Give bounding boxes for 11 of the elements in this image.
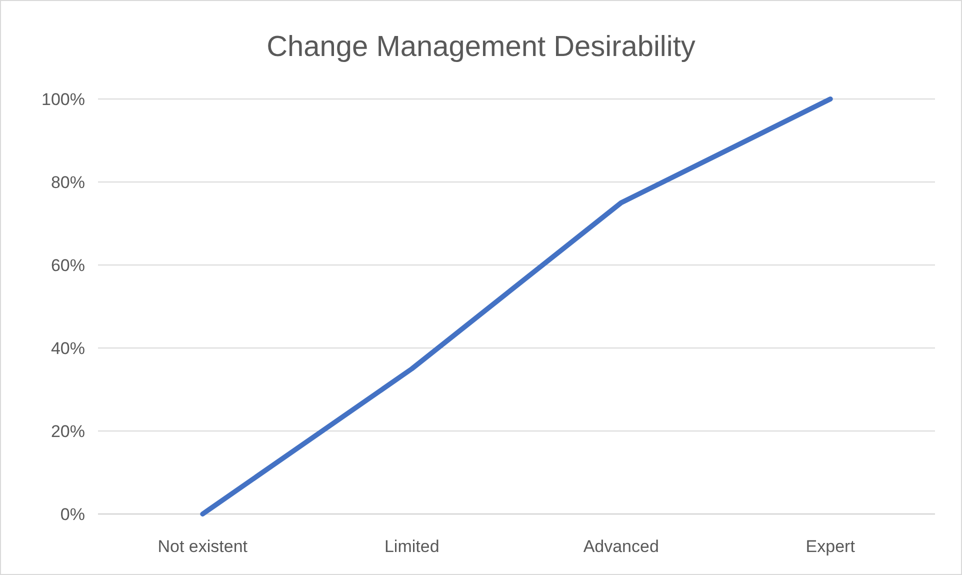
axis-tick-label: 20%: [50, 422, 85, 441]
axis-tick-label: 0%: [60, 505, 85, 524]
axis-category-label: Limited: [384, 537, 440, 556]
axis-tick-label: 100%: [42, 90, 85, 109]
axis-category-label: Expert: [806, 537, 855, 556]
chart-title: Change Management Desirability: [266, 31, 696, 63]
axis-category-label: Not existent: [158, 537, 248, 556]
axis-tick-label: 40%: [50, 339, 85, 358]
axis-tick-label: 60%: [50, 256, 85, 275]
axis-tick-label: 80%: [50, 173, 85, 192]
axis-category-label: Advanced: [583, 537, 659, 556]
